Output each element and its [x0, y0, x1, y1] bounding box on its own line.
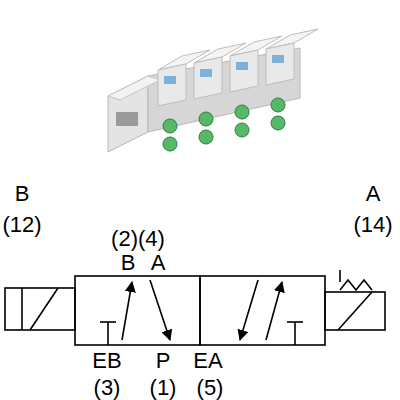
port-label: EB — [92, 349, 121, 373]
valve-symbol — [5, 270, 385, 345]
port-label: EA — [193, 349, 222, 373]
port-label: (14) — [353, 213, 392, 237]
port-label: (12) — [2, 213, 41, 237]
port-label: B — [121, 251, 136, 275]
port-label: B — [15, 182, 30, 206]
port-label: (5) — [197, 376, 224, 400]
valve-manifold-photo — [108, 29, 318, 152]
port-label: (1) — [150, 376, 177, 400]
port-label: A — [151, 251, 166, 275]
port-label: (2)(4) — [111, 227, 165, 251]
port-label: A — [366, 182, 381, 206]
port-label: (3) — [94, 376, 121, 400]
port-label: P — [156, 349, 171, 373]
